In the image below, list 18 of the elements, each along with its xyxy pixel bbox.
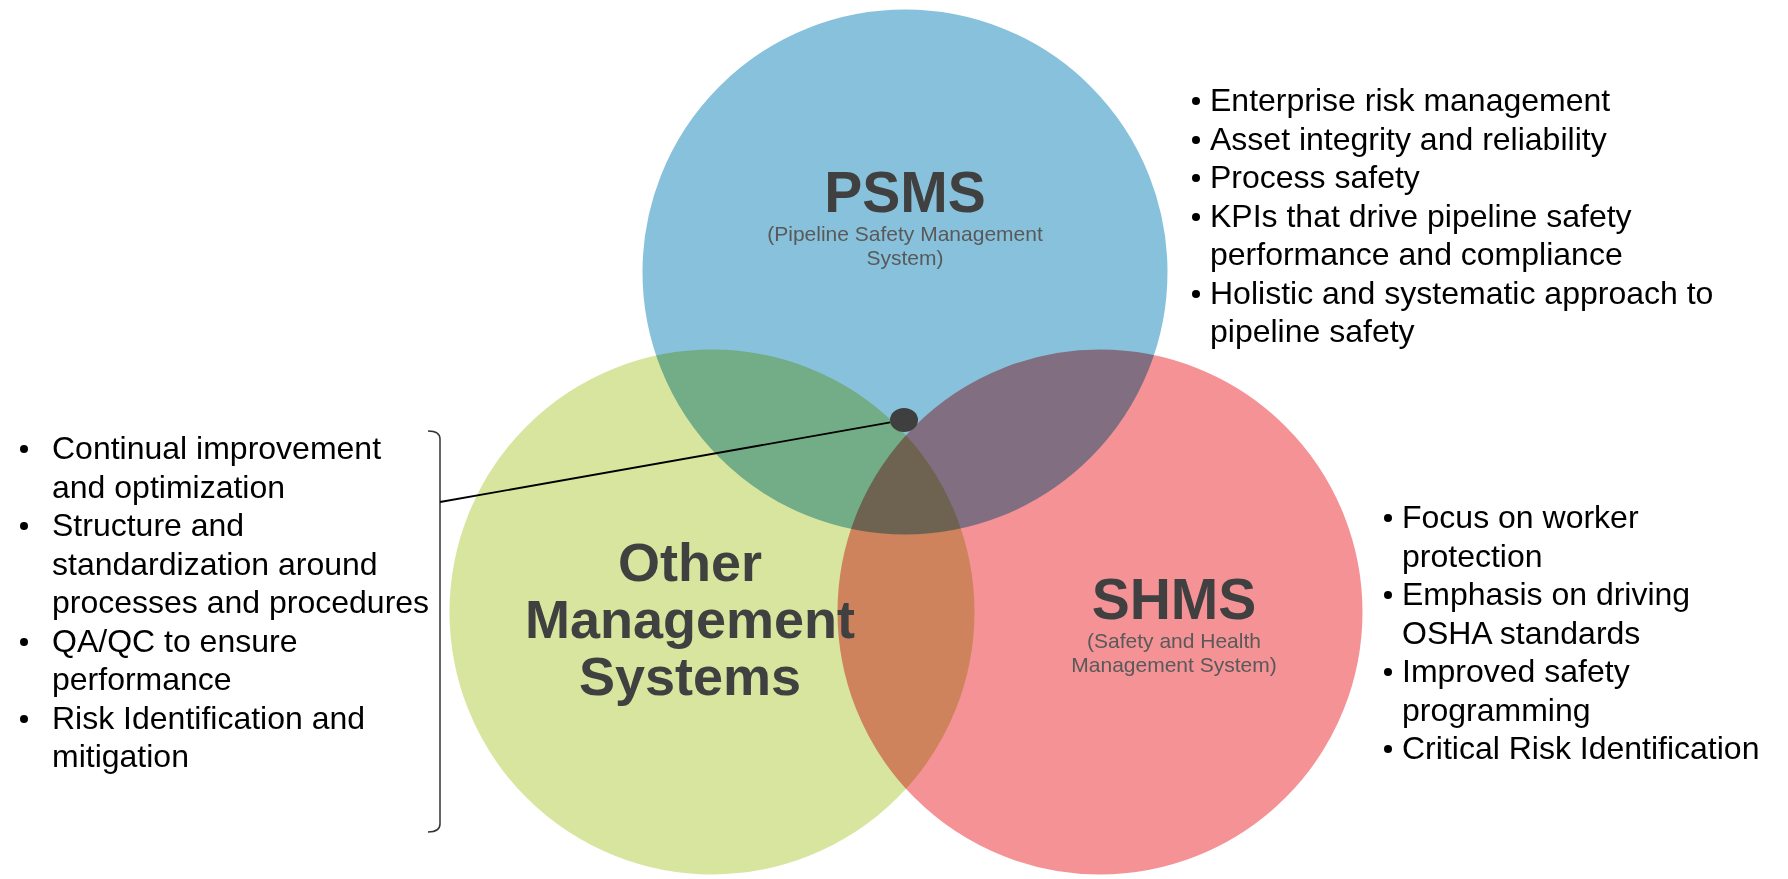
- circle-title: PSMS: [824, 162, 986, 222]
- circle-subtitle: (Safety and Health Management System): [1070, 629, 1278, 677]
- circle-subtitle: (Pipeline Safety Management System): [766, 222, 1044, 270]
- bullet-item: Critical Risk Identification: [1401, 729, 1761, 768]
- bullet-item: Process safety: [1209, 158, 1421, 197]
- bullet-item: KPIs that drive pipeline safety performance and compliance: [1209, 196, 1633, 274]
- circle-title: SHMS: [1091, 569, 1257, 629]
- bullet-item: Asset integrity and reliability: [1209, 119, 1608, 158]
- bullet-item: Focus on worker protection: [1401, 498, 1640, 575]
- bullet-item: Improved safety programming: [1401, 652, 1631, 729]
- bullet-item: QA/QC to ensure performance: [51, 621, 299, 699]
- bullet-item: Structure and standardization around processes and procedures: [51, 506, 431, 622]
- bullet-item: Holistic and systematic approach to pipeline safety: [1209, 273, 1715, 351]
- bullet-item: Continual improvement and optimization: [51, 429, 383, 506]
- bullet-item: Emphasis on driving OSHA standards: [1401, 575, 1692, 652]
- leader-line: [439, 421, 892, 503]
- bullet-item: Enterprise risk management: [1209, 81, 1612, 120]
- bullet-item: Risk Identification and mitigation: [51, 698, 367, 776]
